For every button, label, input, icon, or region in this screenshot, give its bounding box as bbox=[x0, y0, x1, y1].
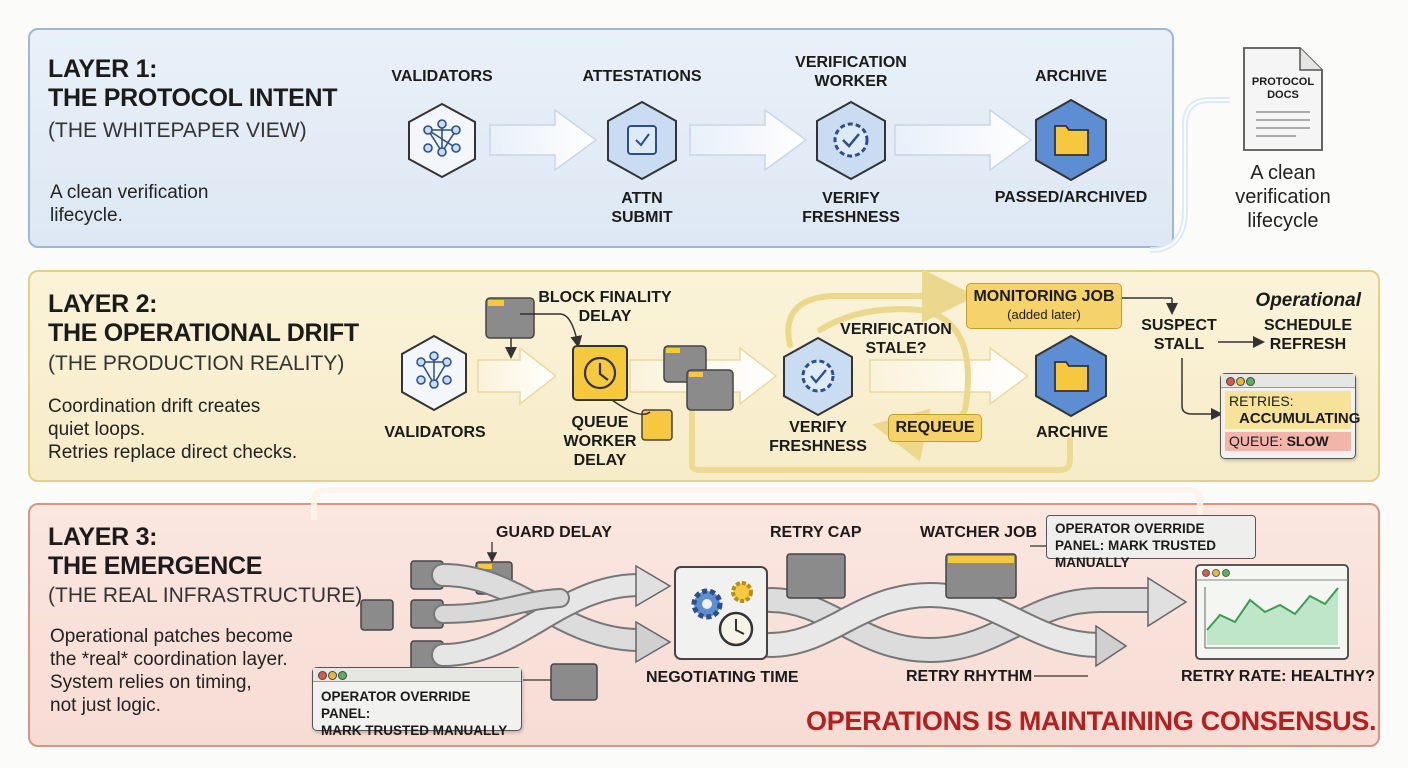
validators-label: VALIDATORS bbox=[391, 68, 493, 85]
negotiating-time-label: NEGOTIATING TIME bbox=[646, 669, 799, 686]
watcher-job-box bbox=[945, 553, 1017, 599]
layer3-title: LAYER 3: THE EMERGENCE bbox=[48, 523, 263, 580]
queue-worker-clock-icon bbox=[572, 345, 628, 401]
layer1-subtitle: (THE WHITEPAPER VIEW) bbox=[48, 119, 307, 142]
watcher-job-label: WATCHER JOB bbox=[920, 524, 1038, 541]
layer3-arrowheads bbox=[635, 564, 1188, 668]
schedule-refresh-label: SCHEDULE REFRESH bbox=[1263, 317, 1352, 353]
passed-archived-label: PASSED/ARCHIVED bbox=[994, 189, 1148, 206]
layer2-thin-arrows bbox=[505, 297, 1265, 420]
negotiating-time-gears-icon bbox=[674, 566, 768, 660]
override-panel-bottom-text: OPERATOR OVERRIDE PANEL: MARK TRUSTED MA… bbox=[321, 689, 508, 738]
retry-rate-label: RETRY RATE: HEALTHY? bbox=[1181, 668, 1376, 685]
retries-value: ACCUMULATING bbox=[1239, 410, 1361, 427]
layer2-verify-freshness-label: VERIFY FRESHNESS bbox=[769, 419, 867, 455]
monitoring-job-label: MONITORING JOB bbox=[973, 288, 1115, 305]
layer2-description: Coordination drift creates quiet loops. … bbox=[48, 396, 298, 463]
maximize-dot-icon bbox=[338, 671, 347, 680]
suspect-stall-label: SUSPECT STALL bbox=[1141, 317, 1217, 353]
validators-hex-icon bbox=[408, 102, 476, 179]
override-panel-top: OPERATOR OVERRIDE PANEL: MARK TRUSTED MA… bbox=[1046, 515, 1256, 570]
attn-submit-label: ATTN SUBMIT bbox=[611, 190, 673, 226]
retry-rate-chart-window bbox=[1195, 564, 1349, 660]
close-dot-icon bbox=[1226, 377, 1235, 386]
maximize-dot-icon bbox=[1246, 377, 1255, 386]
retries-window-titlebar bbox=[1221, 374, 1355, 388]
retry-cap-label: RETRY CAP bbox=[770, 524, 862, 541]
archive-hex-icon bbox=[1035, 98, 1107, 182]
attestations-hex-icon bbox=[607, 100, 677, 181]
verify-freshness-label: VERIFY FRESHNESS bbox=[802, 190, 900, 226]
layer3-top-connector bbox=[311, 487, 1203, 520]
protocol-docs-icon bbox=[1243, 47, 1323, 151]
retries-label: RETRIES: bbox=[1229, 393, 1294, 409]
queue-row: QUEUE: SLOW bbox=[1225, 432, 1351, 451]
layer2-validators-hex-icon bbox=[401, 334, 467, 412]
queue-value: SLOW bbox=[1286, 433, 1329, 449]
queue-label: QUEUE: bbox=[1229, 433, 1283, 449]
layer2-title: LAYER 2: THE OPERATIONAL DRIFT bbox=[48, 290, 359, 347]
conclusion-text: OPERATIONS IS MAINTAINING CONSENSUS. bbox=[806, 706, 1377, 736]
attestations-label: ATTESTATIONS bbox=[582, 68, 702, 85]
docs-connector-core bbox=[1149, 99, 1230, 251]
requeue-tag: REQUEUE bbox=[888, 414, 982, 442]
protocol-docs-label: PROTOCOL DOCS bbox=[1251, 76, 1315, 101]
guard-delay-label: GUARD DELAY bbox=[496, 524, 612, 541]
retries-row: RETRIES: ACCUMULATING bbox=[1225, 391, 1361, 429]
retries-status-window: RETRIES: ACCUMULATING QUEUE: SLOW bbox=[1220, 373, 1361, 459]
operational-label: Operational bbox=[1255, 290, 1361, 311]
layer1-description: A clean verification lifecycle. bbox=[50, 182, 209, 226]
block-finality-label: BLOCK FINALITY DELAY bbox=[538, 289, 672, 325]
retry-rhythm-label: RETRY RHYTHM bbox=[906, 668, 1033, 685]
verification-worker-hex-icon bbox=[816, 100, 886, 181]
layer3-braided-arrows bbox=[431, 563, 1163, 667]
override-panel-bottom: OPERATOR OVERRIDE PANEL: MARK TRUSTED MA… bbox=[312, 667, 522, 738]
override-window-titlebar bbox=[313, 668, 521, 682]
layer2-archive-label: ARCHIVE bbox=[1035, 424, 1108, 441]
docs-caption: A clean verification lifecycle bbox=[1235, 162, 1331, 232]
monitoring-job-tag: MONITORING JOB (added later) bbox=[966, 283, 1122, 329]
queue-worker-label: QUEUE WORKER DELAY bbox=[563, 414, 637, 469]
minimize-dot-icon bbox=[1236, 377, 1245, 386]
verify-freshness-hex-icon bbox=[783, 336, 853, 417]
layer3-subtitle: (THE REAL INFRASTRUCTURE) bbox=[48, 584, 363, 607]
layer2-validators-label: VALIDATORS bbox=[384, 424, 486, 441]
archive-label: ARCHIVE bbox=[1034, 68, 1107, 85]
verification-stale-label: VERIFICATION STALE? bbox=[840, 321, 952, 357]
retry-cap-box bbox=[786, 553, 846, 599]
minimize-dot-icon bbox=[328, 671, 337, 680]
layer3-description: Operational patches become the *real* co… bbox=[50, 626, 293, 716]
layer2-subtitle: (THE PRODUCTION REALITY) bbox=[48, 352, 345, 375]
monitoring-job-note: (added later) bbox=[1007, 307, 1081, 322]
verification-worker-label: VERIFICATION WORKER bbox=[795, 54, 907, 90]
layer1-title: LAYER 1: THE PROTOCOL INTENT bbox=[48, 55, 338, 112]
close-dot-icon bbox=[318, 671, 327, 680]
layer2-delay-boxes bbox=[485, 297, 734, 441]
layer2-archive-hex-icon bbox=[1035, 334, 1107, 418]
layer1-arrows bbox=[489, 108, 1033, 172]
